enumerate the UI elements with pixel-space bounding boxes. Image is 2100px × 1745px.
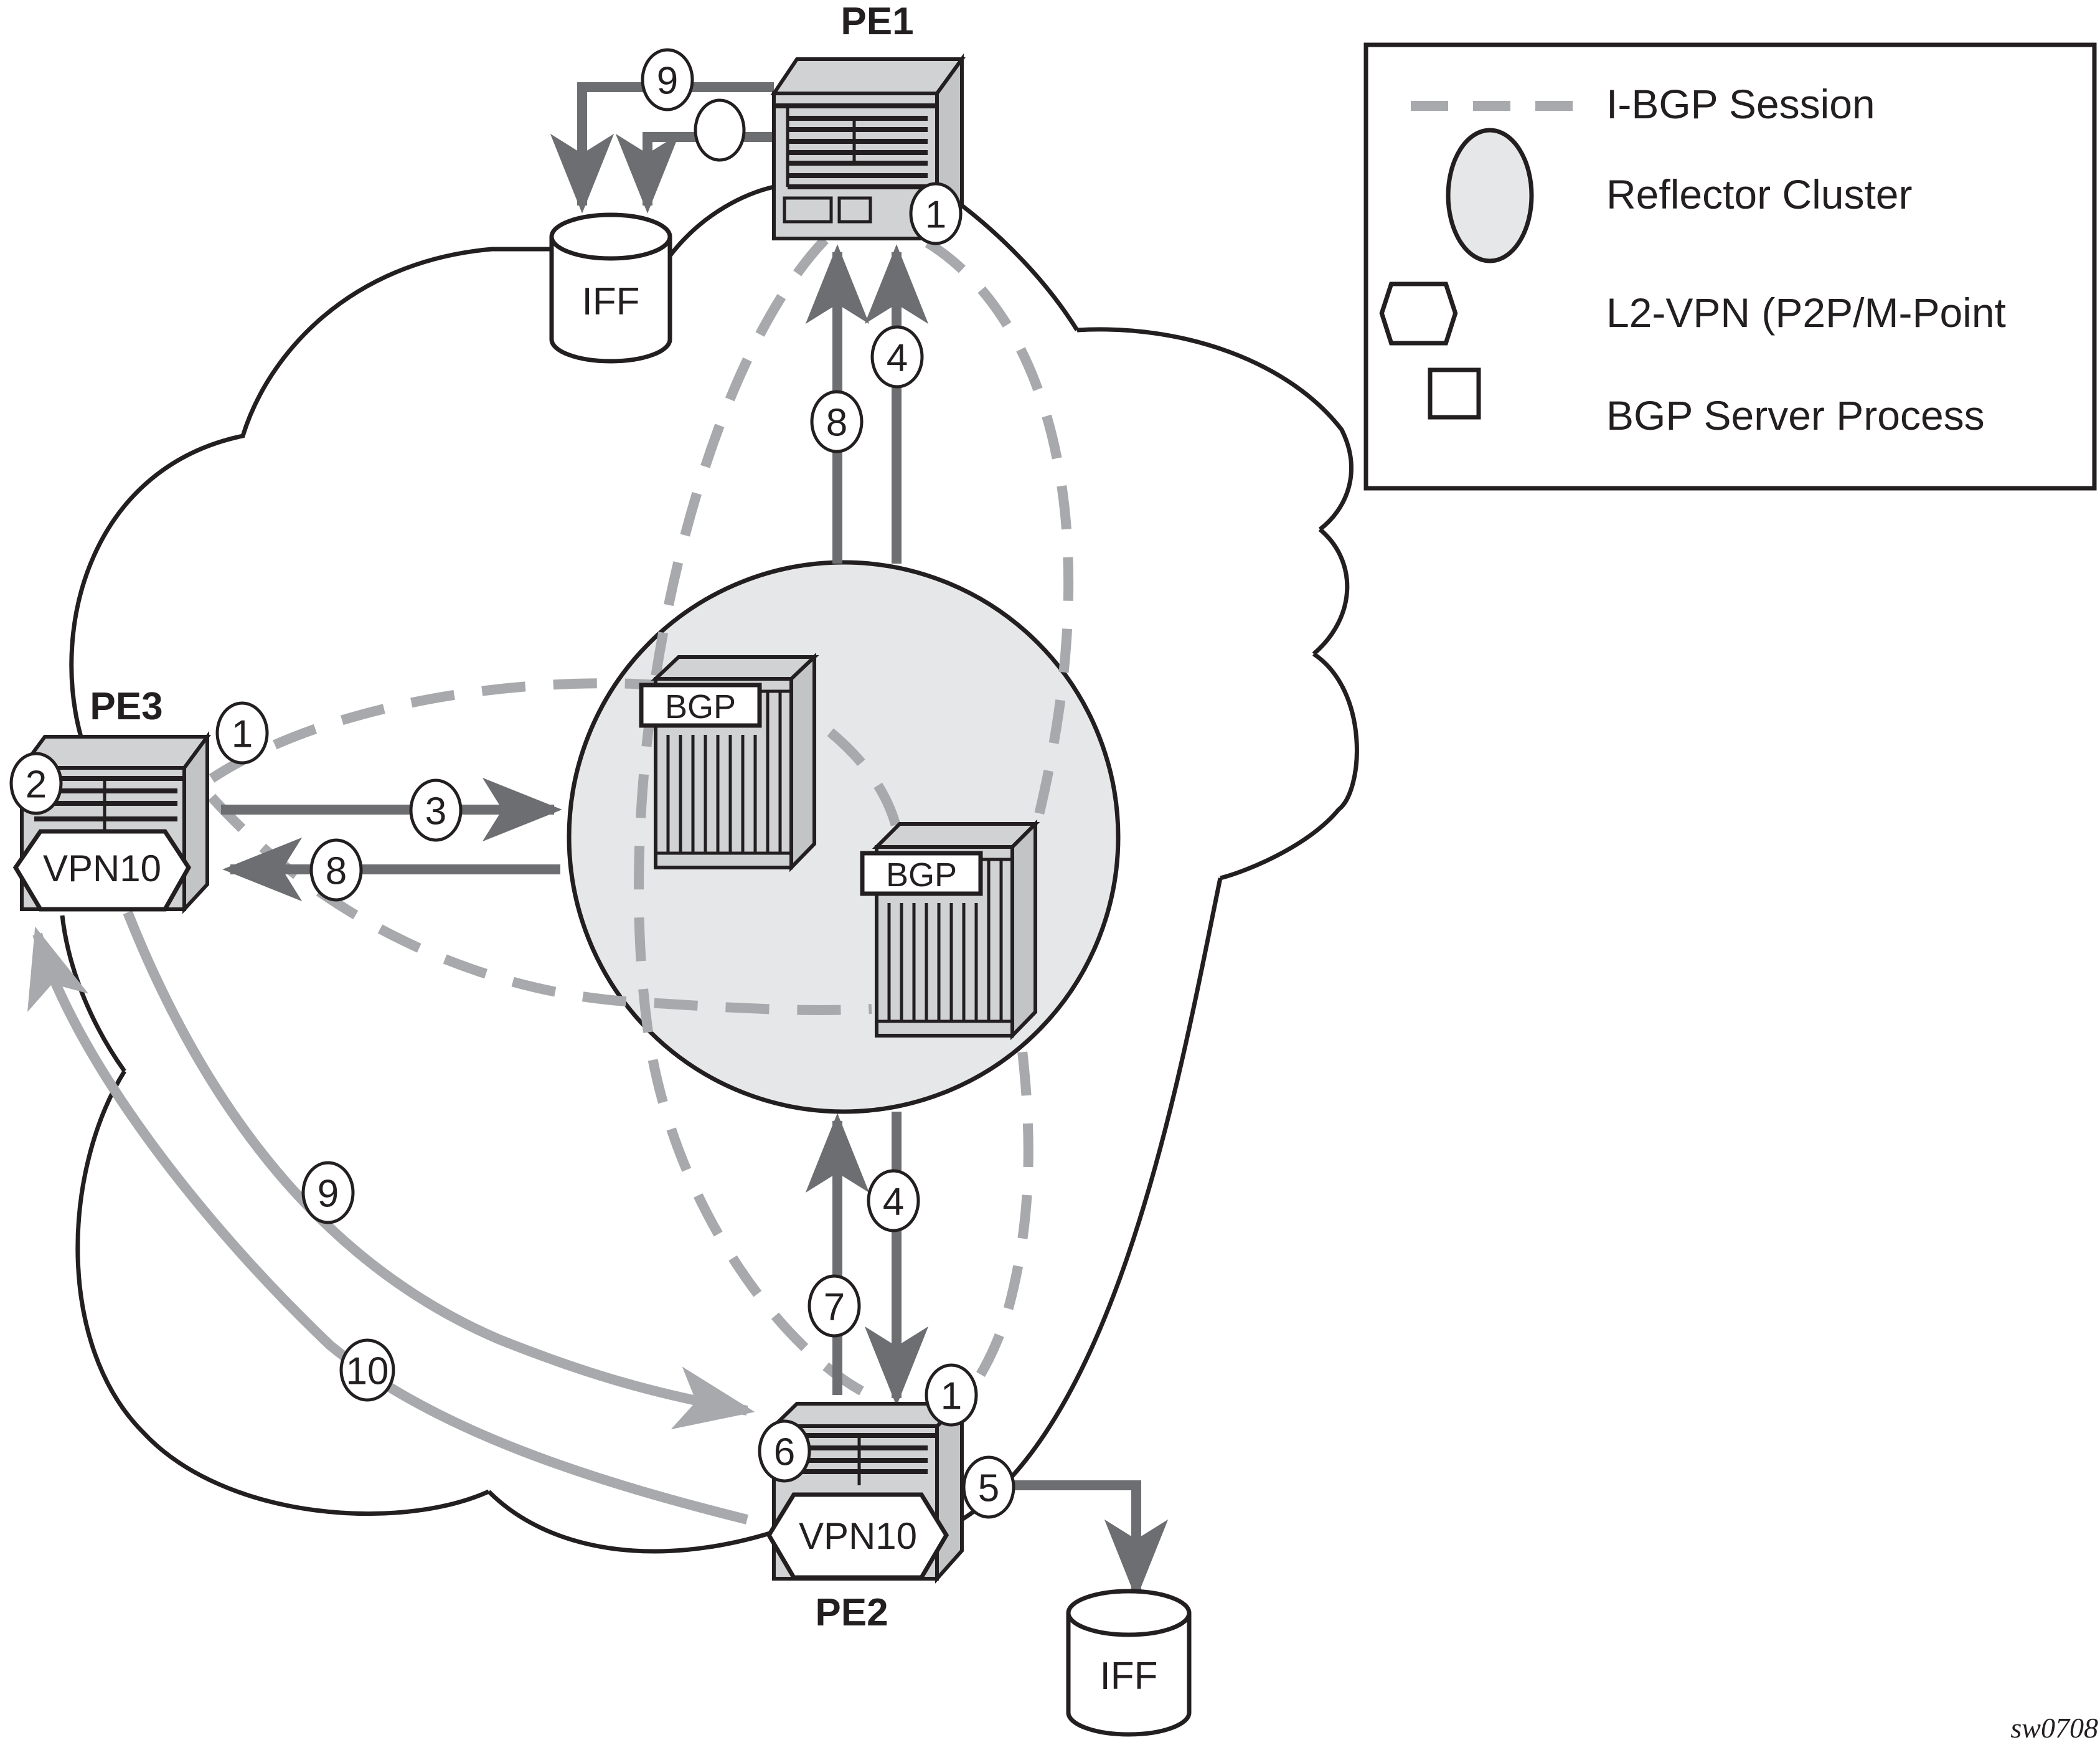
svg-text:8: 8 <box>326 850 347 893</box>
bgp-label: BGP <box>886 856 957 894</box>
pe2-label: PE2 <box>815 1591 888 1634</box>
router-pe1[interactable]: PE1 <box>770 0 966 244</box>
svg-text:7: 7 <box>824 1286 845 1329</box>
iff-storage-bottom: IFF <box>1066 1589 1192 1737</box>
bgp-server-2: BGP <box>860 819 1040 1041</box>
step-marker: 7 <box>808 1274 861 1338</box>
step-marker: 2 <box>9 752 63 815</box>
ibgp-session-pe1-pe2-left <box>634 236 886 1406</box>
svg-text:9: 9 <box>318 1173 339 1216</box>
arrow-step10 <box>27 926 748 1525</box>
step-markers: 9 1 4 8 1 2 3 8 4 7 1 6 5 9 10 <box>9 48 1015 1519</box>
iff-storage-top: IFF <box>549 212 672 364</box>
step-marker: 3 <box>409 778 463 842</box>
svg-text:1: 1 <box>232 713 253 756</box>
legend-label: Reflector Cluster <box>1606 171 1913 217</box>
svg-text:4: 4 <box>883 1181 904 1224</box>
vpn-hexagon <box>766 1492 949 1580</box>
legend-label: L2-VPN (P2P/M-Point <box>1606 290 2006 336</box>
svg-text:1: 1 <box>941 1375 962 1418</box>
router-pe3[interactable]: VPN10 PE3 <box>12 685 211 914</box>
vpn-label: VPN10 <box>799 1515 917 1557</box>
svg-text:2: 2 <box>26 764 47 806</box>
arrow-step9 <box>123 910 755 1430</box>
svg-text:8: 8 <box>826 402 847 445</box>
vpn-hexagon <box>12 829 192 912</box>
step-marker: 5 <box>962 1455 1015 1519</box>
legend-label: BGP Server Process <box>1606 392 1985 438</box>
vpn-label: VPN10 <box>43 848 161 889</box>
svg-text:6: 6 <box>774 1431 795 1474</box>
step-marker <box>694 98 746 162</box>
arrow-pe1-step9 <box>550 82 774 214</box>
legend-hexagon-symbol <box>1379 281 1458 346</box>
iff-label: IFF <box>582 280 640 323</box>
step-marker: 1 <box>909 182 963 245</box>
svg-text:4: 4 <box>887 337 908 380</box>
legend-label: I-BGP Session <box>1606 81 1875 127</box>
step-marker: 6 <box>758 1419 811 1483</box>
step-marker: 8 <box>309 838 363 902</box>
svg-text:5: 5 <box>978 1467 999 1510</box>
step-marker: 4 <box>867 1169 920 1232</box>
cloud-shape <box>60 184 1359 1554</box>
light-arrows <box>27 910 755 1525</box>
bgp-label: BGP <box>665 688 736 726</box>
step-marker: 10 <box>339 1338 395 1402</box>
pe3-label: PE3 <box>90 685 162 728</box>
legend-rectangle-symbol <box>1428 367 1481 420</box>
figure-id: sw0708 <box>2010 1712 2098 1744</box>
legend: I-BGP Session Reflector Cluster L2-VPN (… <box>1363 42 2097 491</box>
step-marker: 9 <box>301 1161 355 1224</box>
bgp-server-1: BGP <box>639 653 819 872</box>
step-marker: 4 <box>870 325 924 389</box>
step-marker: 9 <box>641 48 694 111</box>
step-marker: 8 <box>810 390 864 453</box>
svg-text:10: 10 <box>346 1350 389 1393</box>
svg-text:9: 9 <box>657 60 678 103</box>
legend-circle-symbol <box>1446 128 1534 263</box>
iff-label: IFF <box>1100 1655 1158 1698</box>
router-pe2[interactable]: VPN10 PE2 <box>766 1399 967 1634</box>
arrow-pe2-step5 <box>962 1480 1169 1599</box>
svg-text:3: 3 <box>425 790 446 833</box>
step-marker: 1 <box>925 1363 978 1427</box>
svg-text:1: 1 <box>925 194 946 237</box>
step-marker: 1 <box>215 701 269 765</box>
pe1-label: PE1 <box>840 0 913 43</box>
